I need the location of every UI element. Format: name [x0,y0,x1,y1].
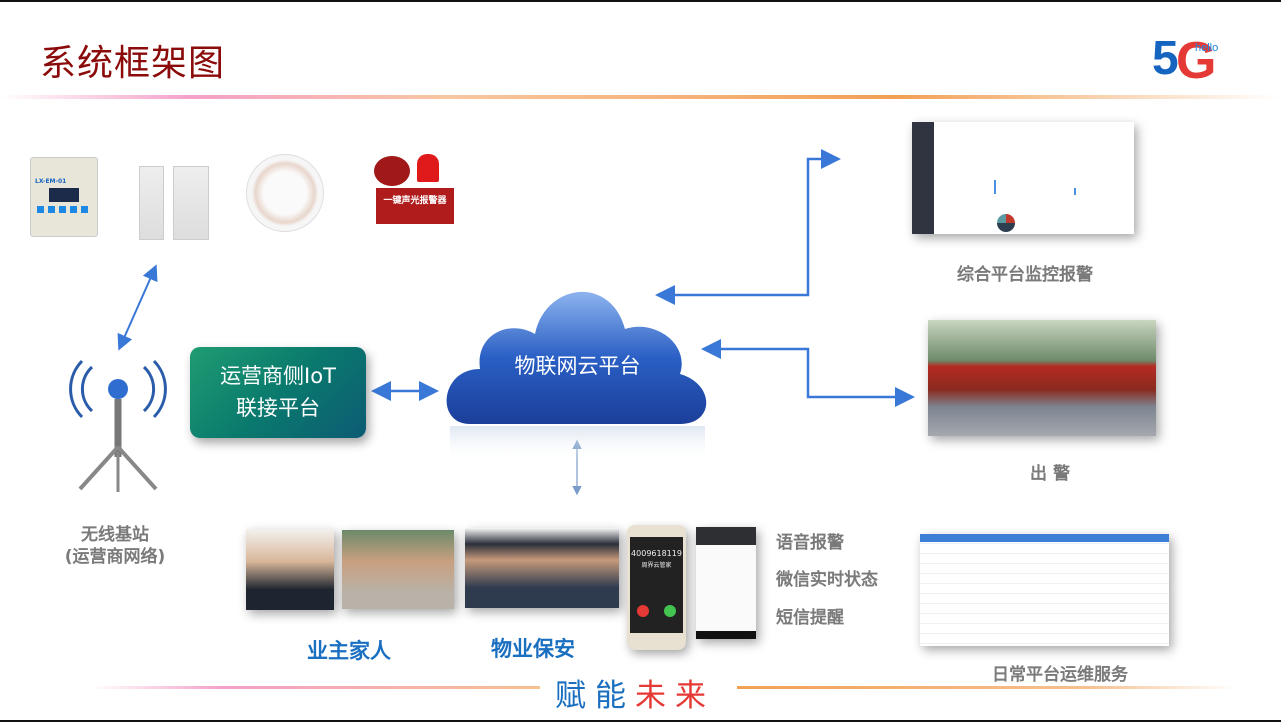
monitoring-dashboard-screenshot [912,122,1134,234]
dispatch-label: 出 警 [1030,464,1070,484]
operator-iot-platform: 运营商侧IoT 联接平台 [190,347,366,438]
security-guard-label: 物业保安 [491,637,575,661]
5g-hello-logo: 5 G hello [1152,32,1218,81]
arrow-station-devices [117,264,158,351]
svg-text:hello: hello [1195,42,1218,54]
motto-part2: 未来 [635,678,715,714]
accept-call-icon [663,605,676,617]
meter-model: LX-EM-01 [35,178,67,185]
decline-call-icon [637,605,650,617]
motto-line-left [90,686,540,689]
monitoring-label: 综合平台监控报警 [957,265,1093,285]
owner-family-label: 业主家人 [307,639,391,663]
motto: 赋能未来 [555,670,715,715]
arrow-cloud-dispatch [701,339,915,407]
svg-text:G: G [1176,32,1216,81]
smoke-detector-image [246,154,324,232]
caller-name: 周界云管家 [641,562,672,569]
page-title: 系统框架图 [40,43,226,84]
notification-sms: 短信提醒 [776,608,844,628]
base-station-sublabel: (运营商网络) [64,547,166,567]
motto-part1: 赋能 [555,678,635,714]
cloud-platform-label: 物联网云平台 [514,354,641,378]
circuit-breaker-image [139,166,164,240]
iot-platform-line2: 联接平台 [236,396,320,420]
arrow-cloud-monitor [655,149,841,305]
fire-dispatch-photo [928,320,1156,436]
energy-meter-image: LX-EM-01 [30,157,98,237]
owner-photo-2 [342,530,454,609]
notification-voice: 语音报警 [776,533,844,553]
notification-wechat: 微信实时状态 [776,570,878,590]
sound-light-alarm-image: 一键声光报警器 [372,152,456,226]
motto-line-right [737,686,1237,689]
base-station-label: 无线基站 [81,525,149,545]
cloud-icon [446,291,707,462]
alarm-label: 一键声光报警器 [376,188,454,224]
owner-photo-1 [246,529,334,610]
caller-number: 4009618119 [631,549,682,558]
phone-call-screenshot: 4009618119 周界云管家 [627,525,686,650]
ops-label: 日常平台运维服务 [992,665,1128,685]
ops-service-screenshot [920,534,1169,646]
header-divider [0,95,1281,99]
circuit-breaker-image [173,166,209,240]
security-guard-photo [465,528,619,608]
base-station-tower-icon [69,359,167,492]
svg-text:5: 5 [1152,32,1179,81]
iot-platform-line1: 运营商侧IoT [220,364,336,388]
wechat-status-screenshot [696,527,756,639]
